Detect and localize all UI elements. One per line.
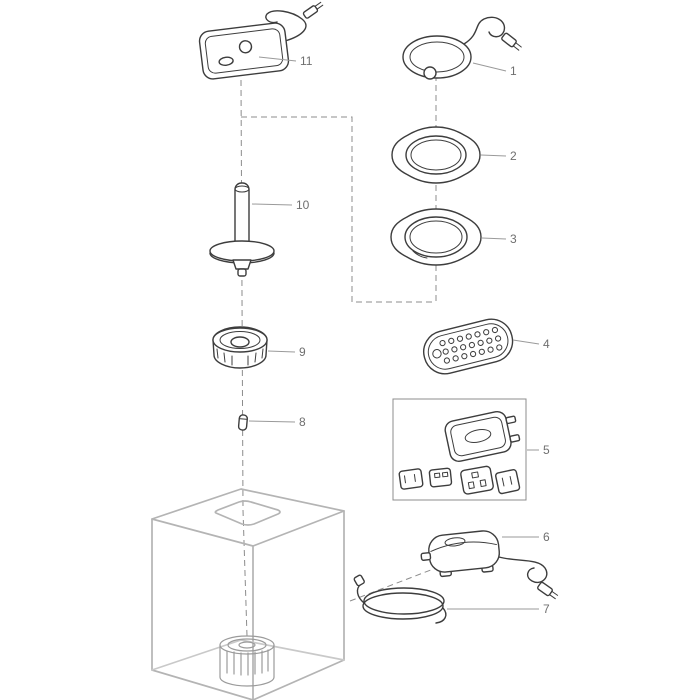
leader-4: [512, 339, 540, 345]
lid-cable: [265, 10, 307, 42]
connector-guide-line: [241, 116, 436, 303]
part-lid-light-unit: [198, 1, 324, 80]
callouts: 11 1 2 3 10 9 8 4 5 6 7: [248, 54, 550, 616]
power-adapter: [444, 410, 521, 463]
remote-power-button: [432, 349, 442, 359]
cap-rib: [254, 352, 257, 363]
remote-buttons: [439, 326, 503, 364]
leader-2: [480, 154, 507, 157]
callout-6: 6: [543, 530, 550, 544]
remote-body: [423, 318, 514, 375]
pump-body: [428, 530, 501, 573]
plug-adapter-extra: [495, 468, 521, 495]
pump-logo: [444, 537, 466, 547]
leader-3: [481, 237, 507, 240]
tank-top-face: [151, 488, 345, 547]
frame2-opening-inner: [410, 139, 462, 171]
cap-rib: [223, 352, 226, 363]
leader-9: [267, 350, 296, 353]
tubing-loop: [363, 587, 445, 615]
frame2-outline: [391, 126, 481, 184]
part-bubble-tube: [209, 182, 275, 277]
ring-notch: [423, 66, 437, 80]
lid-cable-plug: [302, 1, 324, 19]
plug-adapter-eu: [398, 468, 424, 490]
part-air-pump: [420, 530, 559, 600]
adapter-pin: [505, 415, 517, 425]
callout-10: 10: [296, 198, 310, 212]
cap-rib: [216, 348, 219, 359]
ring-outer: [402, 35, 472, 79]
tubing-loop: [362, 592, 444, 620]
cap-rib: [261, 348, 264, 359]
part-airline-tubing: [353, 574, 447, 624]
adapter-pin: [509, 434, 521, 443]
filter-bottom: [219, 676, 275, 687]
frame3-opening: [404, 216, 468, 258]
part-filter-cap: [212, 326, 268, 369]
part-light-ring: [402, 16, 522, 80]
ring-cable: [463, 16, 506, 45]
cap-knob: [230, 336, 250, 348]
tubing-connector: [353, 574, 365, 587]
tube-top: [234, 185, 250, 193]
filter-rim-inner: [227, 638, 267, 652]
part-spacer-sleeve: [237, 414, 249, 431]
callout-2: 2: [510, 149, 517, 163]
pump-air-outlet: [420, 552, 432, 561]
tubing-tail-right: [435, 607, 447, 624]
plug-adapter-uk: [460, 465, 494, 495]
callout-9: 9: [299, 345, 306, 359]
callout-3: 3: [510, 232, 517, 246]
aquarium-tank: [151, 488, 345, 700]
adapter-body: [444, 410, 512, 463]
lid-latch: [218, 56, 234, 67]
callout-4: 4: [543, 337, 550, 351]
leader-1: [472, 62, 507, 72]
part-frame-gasket: [390, 208, 482, 266]
tank-opening: [214, 500, 281, 526]
callout-5: 5: [543, 443, 550, 457]
part-top-frame: [391, 126, 481, 184]
tube-shaft: [234, 182, 250, 248]
base-plate: [209, 240, 275, 262]
filter-hub: [238, 641, 256, 649]
callout-8: 8: [299, 415, 306, 429]
pump-cable: [498, 556, 548, 584]
frame2-opening: [405, 135, 467, 175]
remote-face: [427, 323, 509, 370]
pump-seam: [430, 541, 498, 552]
adapter-label: [464, 429, 492, 443]
tank-floor-inside: [151, 639, 345, 671]
tank-bottom-edges: [151, 659, 345, 700]
leader-10: [251, 203, 293, 206]
lid-feed-hole: [238, 40, 253, 54]
ring-inner: [409, 41, 465, 73]
base-funnel: [232, 259, 252, 270]
pump-cable-plug: [537, 581, 559, 600]
filter-cartridge-in-tank: [219, 635, 275, 687]
callout-7: 7: [543, 602, 550, 616]
base-stem: [237, 268, 247, 277]
callout-11: 11: [300, 54, 313, 68]
callout-1: 1: [510, 64, 517, 78]
frame3-tab: [412, 250, 428, 259]
pump-guide-line: [349, 562, 450, 602]
part-power-supply-set: [392, 398, 527, 501]
leader-8: [248, 420, 296, 423]
part-remote-control: [423, 318, 514, 375]
adapter-face: [450, 416, 506, 457]
ring-cable-plug: [501, 32, 522, 51]
leader-11: [258, 56, 297, 62]
plug-adapter-us: [428, 467, 453, 488]
spacer-body: [237, 414, 249, 431]
spacer-line: [239, 418, 247, 420]
power-supply-box: [392, 398, 527, 501]
cap-rim-inner: [219, 331, 261, 349]
lid-inner-line: [204, 28, 284, 74]
frame3-opening-inner: [409, 220, 463, 254]
tubing-tail-left: [356, 583, 365, 604]
